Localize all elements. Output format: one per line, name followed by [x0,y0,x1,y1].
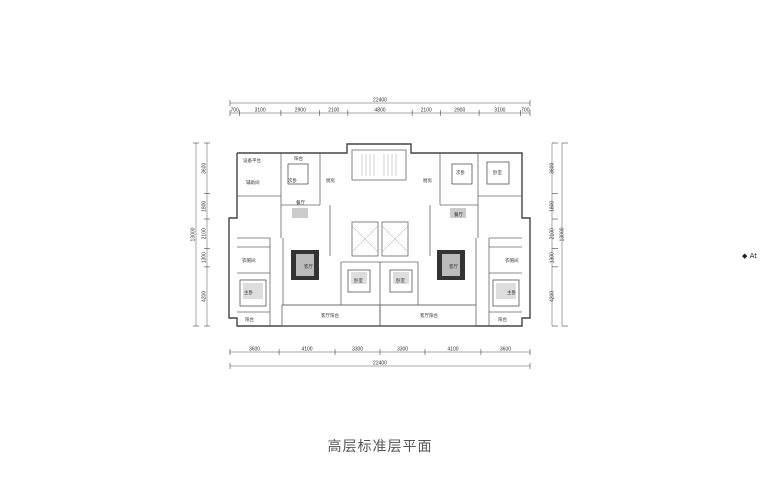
right-total-label-0: 13000 [560,227,566,241]
room-equip-platform: 设备平台 [243,157,261,164]
room-kitchen-left: 厨房 [326,177,335,184]
room-labels: 设备平台 阳台 次卧 厨房 厨房 次卧 卧室 辅助间 餐厅 餐厅 衣帽间 衣帽间… [242,155,519,323]
right-seg-label-3: 1300 [550,252,556,263]
left-seg-label-3: 1300 [202,252,208,263]
room-kitchen-right: 厨房 [423,177,432,184]
top-seg-label-7: 3100 [494,108,505,114]
room-bedroom-center-right: 卧室 [396,277,405,284]
room-living-right: 客厅 [449,263,458,270]
bottom-seg-label-4: 4100 [447,347,458,353]
room-cloak-right: 衣帽间 [505,257,519,264]
room-bedroom-right: 卧室 [493,169,502,176]
room-living-balcony-left: 客厅阳台 [321,312,339,319]
dimension-labels: 22400 700 3100 2900 2100 4800 2100 2900 3100 700 3… [191,98,566,367]
drawing-title: 高层标准层平面 [327,439,433,455]
top-seg-label-5: 2100 [421,108,432,114]
left-total-label-0: 13000 [191,227,197,241]
room-secondary-bed-left: 次卧 [288,177,297,184]
stair-treads [351,154,409,253]
room-master-left: 主卧 [244,289,253,296]
bottom-seg-label-5: 3600 [500,347,511,353]
room-living-balcony-right: 客厅阳台 [420,312,438,319]
bottom-seg-label-2: 3300 [352,347,363,353]
room-master-right: 主卧 [507,289,516,296]
bottom-seg-label-1: 4100 [301,347,312,353]
right-seg-label-2: 2100 [550,228,556,239]
top-total-label-0: 22400 [373,98,387,104]
top-seg-label-3: 2100 [328,108,339,114]
furniture [239,161,520,307]
bottom-seg-label-3: 3300 [397,347,408,353]
room-cloak-left: 衣帽间 [242,257,256,264]
top-seg-label-0: 700 [231,108,240,114]
room-balcony-right: 阳台 [498,316,507,323]
room-balcony-left: 阳台 [245,316,254,323]
outer-walls [228,143,531,327]
left-seg-label-4: 4200 [202,291,208,302]
dimension-ticks [193,100,568,369]
right-seg-label-4: 4200 [550,291,556,302]
room-dining-left: 餐厅 [296,199,305,206]
room-balcony-top: 阳台 [294,155,303,162]
right-seg-label-1: 1800 [550,201,556,212]
side-marker: ◆ At [742,252,758,260]
top-seg-label-1: 3100 [255,108,266,114]
left-seg-label-1: 1800 [202,201,208,212]
room-bedroom-center-left: 卧室 [354,277,363,284]
room-living-left: 客厅 [304,263,313,270]
room-aux: 辅助间 [246,179,260,186]
top-seg-label-4: 4800 [374,108,385,114]
top-seg-label-6: 2900 [454,108,465,114]
room-secondary-bed-right: 次卧 [456,169,465,176]
left-seg-label-2: 2100 [202,228,208,239]
room-dining-right: 餐厅 [454,211,463,218]
left-seg-label-0: 3600 [202,163,208,174]
right-seg-label-0: 3600 [550,163,556,174]
bottom-seg-label-0: 3600 [249,347,260,353]
bottom-total-label-0: 22400 [373,361,387,367]
top-seg-label-2: 2900 [295,108,306,114]
top-seg-label-8: 700 [521,108,530,114]
inner-walls [237,149,522,327]
